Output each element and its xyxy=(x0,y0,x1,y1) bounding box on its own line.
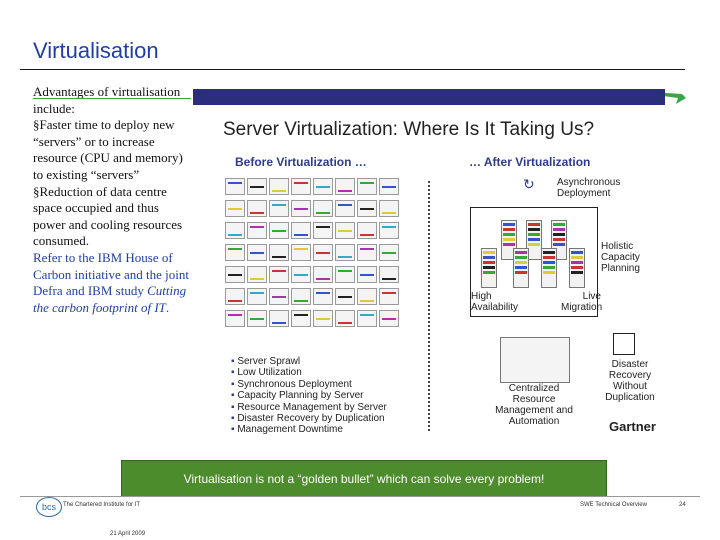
server-icon xyxy=(291,200,311,217)
slide-title: Virtualisation xyxy=(33,38,159,64)
dr-site-box xyxy=(613,333,635,355)
server-icon xyxy=(357,310,377,327)
footer-presentation-title: SWE Technical Overview xyxy=(580,502,647,508)
footer-date: 21 April 2009 xyxy=(110,531,145,537)
server-icon xyxy=(225,266,245,283)
server-icon xyxy=(291,266,311,283)
server-icon xyxy=(247,222,267,239)
central-management-console xyxy=(500,337,570,383)
slide-header-bar xyxy=(193,89,665,105)
server-icon xyxy=(335,266,355,283)
gartner-logo: Gartner xyxy=(609,419,656,434)
server-icon xyxy=(225,310,245,327)
server-icon xyxy=(357,200,377,217)
server-icon xyxy=(225,222,245,239)
server-icon xyxy=(225,244,245,261)
server-icon xyxy=(313,266,333,283)
server-icon xyxy=(357,178,377,195)
before-bullet: Server Sprawl xyxy=(231,356,387,367)
server-icon xyxy=(313,244,333,261)
server-icon xyxy=(269,244,289,261)
live-migration-label: Live Migration xyxy=(561,291,601,313)
server-icon xyxy=(291,244,311,261)
server-icon xyxy=(379,310,399,327)
async-deploy-label: Asynchronous Deployment xyxy=(557,177,637,199)
server-icon xyxy=(247,178,267,195)
centralized-mgmt-label: Centralized Resource Management and Auto… xyxy=(493,383,575,427)
server-icon xyxy=(335,288,355,305)
server-icon xyxy=(269,266,289,283)
server-icon xyxy=(291,222,311,239)
golden-bullet-note: Virtualisation is not a “golden bullet” … xyxy=(121,460,607,497)
before-bullet: Disaster Recovery by Duplication xyxy=(231,413,387,424)
server-rack xyxy=(541,248,557,288)
before-heading: Before Virtualization … xyxy=(235,155,367,169)
server-icon xyxy=(225,178,245,195)
server-icon xyxy=(313,222,333,239)
server-icon xyxy=(269,222,289,239)
before-bullets: Server Sprawl Low Utilization Synchronou… xyxy=(231,356,387,436)
server-icon xyxy=(357,244,377,261)
server-icon xyxy=(357,266,377,283)
server-icon xyxy=(269,288,289,305)
disaster-recovery-label: Disaster Recovery Without Duplication xyxy=(595,359,665,403)
server-icon xyxy=(247,266,267,283)
page-number: 24 xyxy=(679,502,686,508)
server-icon xyxy=(335,200,355,217)
server-icon xyxy=(269,178,289,195)
institute-name: The Chartered Institute for IT xyxy=(63,502,140,508)
server-icon xyxy=(313,288,333,305)
high-availability-label: High Availability xyxy=(471,291,523,313)
server-icon xyxy=(379,288,399,305)
server-icon xyxy=(379,178,399,195)
server-icon xyxy=(379,266,399,283)
title-underline xyxy=(20,69,685,70)
server-icon xyxy=(291,288,311,305)
server-icon xyxy=(335,178,355,195)
bullet-faster-deploy: §Faster time to deploy new “servers” or … xyxy=(33,117,191,183)
cycle-arrow-icon: ↻ xyxy=(523,177,535,194)
server-icon xyxy=(247,310,267,327)
server-icon xyxy=(379,244,399,261)
embedded-gartner-slide: Server Virtualization: Where Is It Takin… xyxy=(193,89,665,435)
intro-text: Advantages of virtualisation include: xyxy=(33,84,191,117)
server-icon xyxy=(247,244,267,261)
server-icon xyxy=(357,288,377,305)
server-icon xyxy=(335,310,355,327)
before-bullet: Synchronous Deployment xyxy=(231,379,387,390)
body-text: Advantages of virtualisation include: §F… xyxy=(33,84,191,316)
server-icon xyxy=(313,200,333,217)
server-icon xyxy=(313,310,333,327)
server-rack xyxy=(481,248,497,288)
server-icon xyxy=(247,288,267,305)
server-rack xyxy=(513,248,529,288)
footer-rule xyxy=(20,496,700,497)
after-heading: … After Virtualization xyxy=(469,155,590,169)
server-icon xyxy=(225,200,245,217)
embedded-slide-title: Server Virtualization: Where Is It Takin… xyxy=(223,119,594,141)
server-icon xyxy=(335,222,355,239)
server-icon xyxy=(269,310,289,327)
server-icon xyxy=(379,222,399,239)
server-icon xyxy=(269,200,289,217)
server-rack xyxy=(569,248,585,288)
before-bullet: Management Downtime xyxy=(231,424,387,435)
holistic-planning-label: Holistic Capacity Planning xyxy=(601,241,661,274)
server-icon xyxy=(291,310,311,327)
before-after-divider xyxy=(428,181,430,431)
server-icon xyxy=(291,178,311,195)
server-icon xyxy=(357,222,377,239)
server-icon xyxy=(225,288,245,305)
server-icon xyxy=(335,244,355,261)
bcs-logo: bcs xyxy=(36,497,62,517)
server-sprawl-grid xyxy=(225,178,399,327)
before-bullet: Capacity Planning by Server xyxy=(231,390,387,401)
before-bullet: Resource Management by Server xyxy=(231,402,387,413)
before-bullet: Low Utilization xyxy=(231,367,387,378)
server-icon xyxy=(313,178,333,195)
server-icon xyxy=(247,200,267,217)
green-divider xyxy=(33,98,191,99)
bullet-space-reduction: §Reduction of data centre space occupied… xyxy=(33,184,191,250)
server-icon xyxy=(379,200,399,217)
